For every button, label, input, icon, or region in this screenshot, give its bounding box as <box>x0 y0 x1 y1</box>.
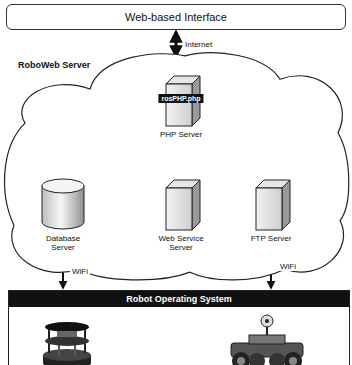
server-label: Web Service Server <box>156 234 206 252</box>
server-icon <box>236 176 306 232</box>
server-icon <box>146 176 216 232</box>
server-cloud: RoboWeb Server rosPHP.phpPHP ServerDataba… <box>0 50 352 278</box>
turtlebot-robot <box>43 322 91 365</box>
group-heading: RoboWeb Server <box>18 60 90 70</box>
script-label: rosPHP.php <box>158 94 203 103</box>
edge-label: WiFi <box>70 267 90 276</box>
ftp-server: FTP Server <box>236 176 306 243</box>
server-label: Database Server <box>38 234 88 252</box>
interface-box: Web-based Interface <box>6 4 346 30</box>
server-label: PHP Server <box>156 130 206 139</box>
robot-os-box: Robot Operating System <box>8 290 350 365</box>
connector <box>175 32 178 56</box>
node-title: Web-based Interface <box>119 9 233 25</box>
robot-illustrations <box>9 309 347 365</box>
database-icon <box>28 176 98 232</box>
web-service-server: Web Service Server <box>146 176 216 252</box>
edge-label: WiFi <box>278 262 298 271</box>
edge-label: Internet <box>183 40 214 49</box>
php-server: rosPHP.phpPHP Server <box>146 72 216 139</box>
rover-robot <box>231 315 303 365</box>
band-heading: Robot Operating System <box>9 291 349 307</box>
server-label: FTP Server <box>246 234 296 243</box>
database-server: Database Server <box>28 176 98 252</box>
